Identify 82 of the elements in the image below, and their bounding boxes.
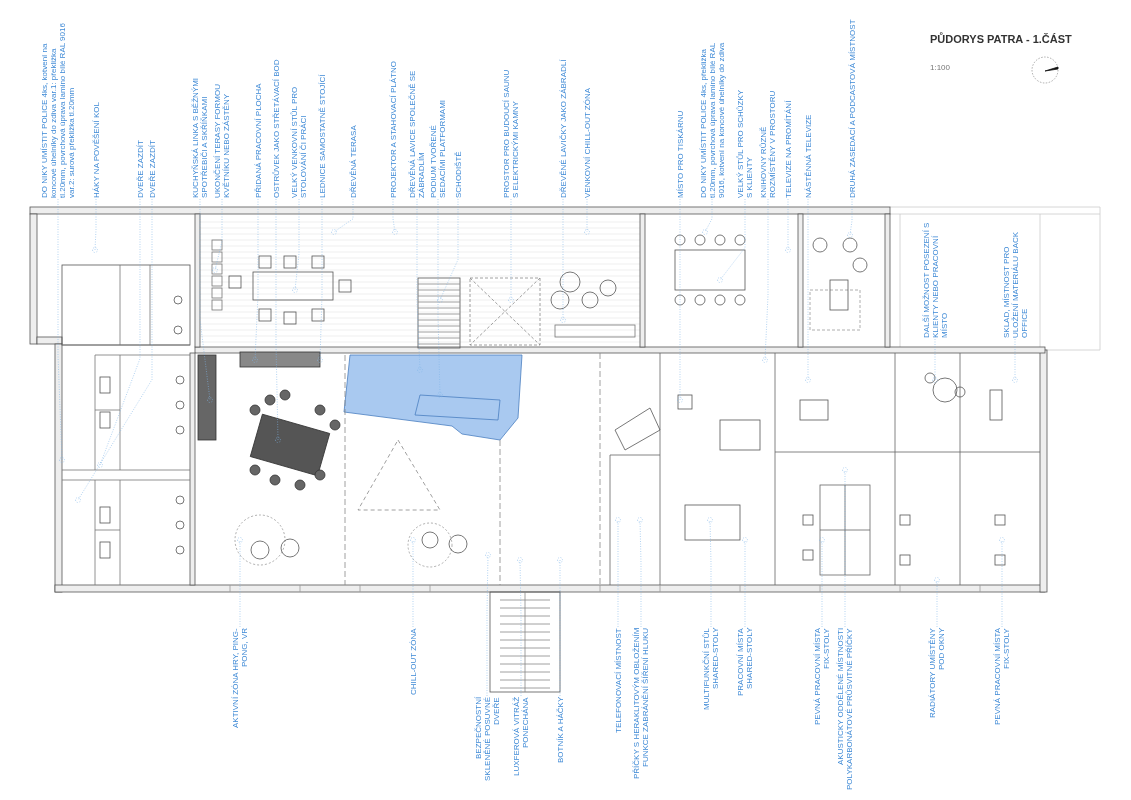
leader-line <box>410 537 416 628</box>
annotation-text: PODIUM TVOŘENÉ SEDACÍMI PLATFORMAMI <box>429 88 447 198</box>
leader-line <box>75 198 153 503</box>
leader-line <box>842 467 848 628</box>
leader-line <box>717 198 746 283</box>
annotation-text: MULTIFUNKČNÍ STŮL SHARED-STOLY <box>702 628 720 728</box>
annotation-text: PEVNÁ PRACOVNÍ MÍSTA FIX-STOLY <box>813 628 831 728</box>
annotation-text: PŘÍČKY S HERAKLITOVÝM OBLOŽENÍM FUNKCE ZABRÁNĚNÍ ŠÍŘENÍ HLUKU <box>632 628 650 788</box>
leader-line <box>485 552 491 697</box>
annotation-text: VENKOVNÍ CHILL-OUT ZÓNA <box>582 58 592 198</box>
leader-line <box>584 198 590 235</box>
leader-line <box>437 198 443 398</box>
annotation-text: RADIÁTORY UMÍSTĚNY POD OKNY <box>928 628 946 718</box>
annotation-text: LEDNICE SAMOSTATNĚ STOJÍCÍ <box>317 43 327 198</box>
annotation-text: PEVNÁ PRACOVNÍ MÍSTA FIX-STOLY <box>993 628 1011 728</box>
leader-line <box>560 198 566 323</box>
leader-line <box>847 198 853 238</box>
annotation-text: TELEVIZE NA PROMÍTÁNÍ <box>783 73 793 198</box>
leader-line <box>199 198 213 403</box>
annotation-text: PRACOVNÍ MÍSTA SHARED-STOLY <box>736 628 754 718</box>
leader-line <box>999 537 1005 628</box>
annotation-text: DŘEVĚNÉ LAVIČKY JAKO ZÁBRADLÍ <box>558 23 568 198</box>
leader-line <box>557 557 563 697</box>
annotation-text: KUCHYŇSKÁ LINKA S BĚŽNÝMI SPOTŘEBIČI A SKŘÍŇKAMI <box>191 58 209 198</box>
leader-line <box>1012 338 1018 383</box>
leader-line <box>252 198 259 363</box>
annotation-text: DVEŘE ZAZDÍT <box>135 108 145 198</box>
annotation-text: PŘIDANÁ PRACOVNÍ PLOCHA <box>253 58 263 198</box>
annotation-text: MÍSTO PRO TISKÁRNU <box>675 88 685 198</box>
annotation-text: BEZPEČNOSTNÍ SKLENĚNÉ POSUVNÉ DVEŘE <box>473 697 501 797</box>
annotation-text: NÁSTĚNNÁ TELEVIZE <box>803 88 813 198</box>
leader-line <box>275 198 281 443</box>
leader-line <box>517 557 523 697</box>
leader-line <box>508 198 514 303</box>
leader-line <box>707 517 713 628</box>
annotation-text: VELKÝ VENKOVNÍ STŮL PRO STOLOVÁNÍ ČI PRÁCI <box>290 73 308 198</box>
leader-line <box>212 198 223 273</box>
leader-line <box>237 537 243 628</box>
annotation-text: DŘEVĚNÁ LAVICE SPOLEČNĚ SE ZÁBRADLÍM <box>408 58 426 198</box>
leader-line <box>805 198 811 383</box>
leader-line <box>437 198 459 303</box>
annotation-text: AKUSTICKY ODDĚLENÉ MÍSTNOSTI POLYKARBONÁTOVÉ PRŮSVITNÉ PŘÍČKY <box>836 628 854 793</box>
annotation-text: UKONČENÍ TERASY FORMOU KVĚTNÍKU NEBO ZÁSTĚNY <box>213 58 231 198</box>
annotation-text: PROJEKTOR A STAHOVACÍ PLÁTNO <box>388 33 398 198</box>
leader-line <box>57 198 65 463</box>
annotation-text: DRUHÁ ZASEDACÍ A PODCASTOVÁ MÍSTNOST <box>847 18 857 198</box>
leader-line <box>934 577 940 628</box>
scale-label: 1:100 <box>930 63 951 72</box>
annotation-text: KNIHOVNY RŮZNĚ ROZMÍSTĚNY V PROSTORU <box>759 73 777 198</box>
leader-line <box>742 537 748 628</box>
annotation-text: SCHODIŠTĚ <box>453 128 463 198</box>
annotation-text: DO NIKY UMÍSTIT POLICE 4ks, překližka tl.20mm, povrchová úprava lamino bílé RAL 9016, kotvení na koncové úhelníky do zdiva <box>698 23 726 198</box>
annotation-text: CHILL-OUT ZÓNA <box>408 628 418 718</box>
leader-line <box>292 198 300 293</box>
leader-line <box>331 198 354 235</box>
leader-line <box>637 517 643 628</box>
annotation-text: BOTNÍK A HÁČKY <box>555 697 565 787</box>
leader-line <box>785 198 791 253</box>
annotation-text: PROSTOR PRO BUDOUCÍ SAUNU S ELEKTRICKÝMI KAMNY <box>502 63 520 198</box>
leader-line <box>615 517 621 628</box>
leader-line <box>677 198 683 403</box>
annotation-text: TELEFONOVACÍ MÍSTNOST <box>613 628 623 758</box>
leader-line <box>416 198 423 373</box>
annotation-text: LUXFEROVÁ VITRÁŽ PONECHÁNA <box>512 697 530 787</box>
annotation-text: AKTIVNÍ ZÓNA HRY, PING-PONG, VR <box>231 628 249 728</box>
leader-line <box>932 338 938 383</box>
annotation-text: DVEŘE ZAZDÍT <box>147 108 157 198</box>
annotation-text: SKLAD, MÍSTNOST PRO ULOŽENÍ MATERIÁLU BACK OFFICE <box>1001 218 1029 338</box>
leader-line <box>762 198 769 363</box>
leader-line <box>819 537 825 628</box>
leader-line <box>92 198 98 253</box>
title: PŮDORYS PATRA - 1.ČÁST <box>930 33 1072 45</box>
leader-line <box>317 198 323 363</box>
annotation-text: DŘEVĚNÁ TERASA <box>348 103 358 198</box>
annotation-text: HÁKY NA POVĚŠENÍ KOL <box>91 58 101 198</box>
annotation-text: DALŠÍ MOŽNOST POSEZENÍ S KLIENTY NEBO PRACOVNÍ MÍSTO <box>921 218 949 338</box>
leader-line <box>97 198 141 468</box>
annotation-text: DO NIKY UMÍSTIT POLICE 4ks, kotvení na koncové úhelníky do zdiva var.1: překližka tl.20mm, povrchová úprava lamino bílé RAL 9016 var.2: surová překližka tl.20mm <box>40 20 76 198</box>
leader-line <box>392 198 398 235</box>
leader-line <box>702 198 713 235</box>
annotation-text: OSTRŮVEK JAKO STŘETÁVACÍ BOD <box>271 38 281 198</box>
annotation-text: VELKÝ STŮL PRO SCHŮZKY S KLIENTY <box>736 88 754 198</box>
